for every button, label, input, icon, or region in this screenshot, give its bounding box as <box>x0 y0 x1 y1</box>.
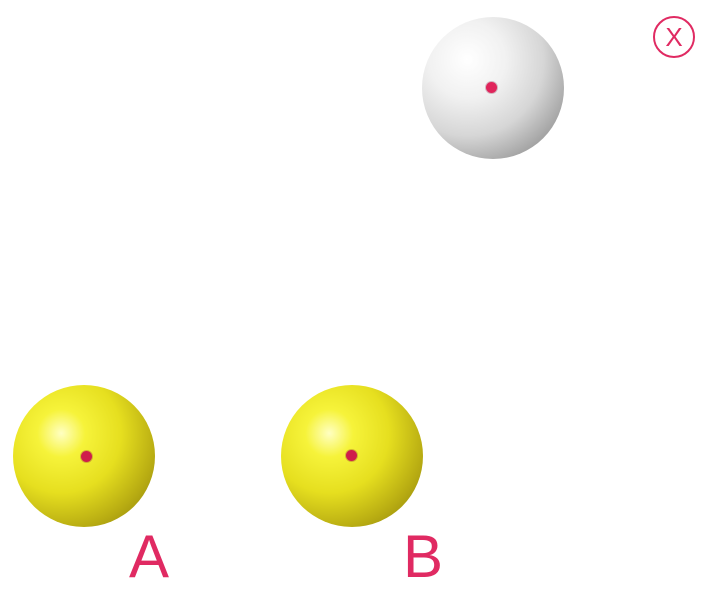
label-a: A <box>129 523 170 590</box>
close-button[interactable]: X <box>653 16 695 58</box>
yellow-ball-a-center-dot <box>81 451 92 462</box>
white-ball-center-dot <box>486 82 497 93</box>
yellow-ball-b-center-dot <box>346 450 357 461</box>
label-b: B <box>403 523 444 590</box>
close-icon: X <box>665 22 683 52</box>
